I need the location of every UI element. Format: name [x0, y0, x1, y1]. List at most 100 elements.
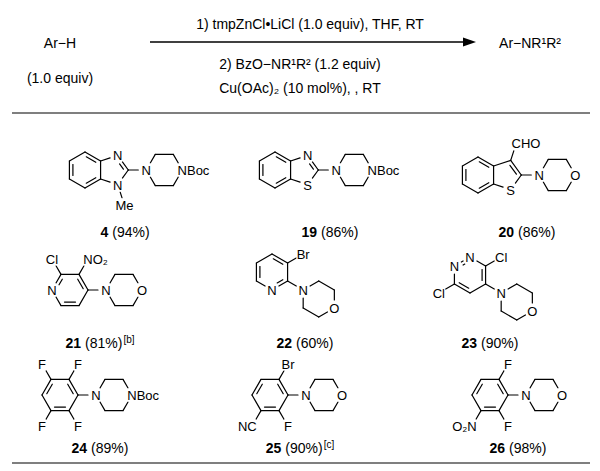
bond-line: [553, 379, 558, 388]
bond-line: [340, 177, 345, 186]
molecule-structure: [252, 371, 338, 419]
compound-caption: 26(98%): [490, 440, 547, 457]
bond-line: [501, 301, 502, 311]
atom-label: O: [527, 305, 537, 318]
bond-line: [535, 410, 553, 411]
bond-line: [499, 371, 504, 380]
bond-line: [42, 379, 51, 395]
bond-line: [345, 185, 363, 186]
atom-label: O: [137, 284, 147, 297]
atom-label: Br: [297, 248, 310, 261]
bond-line: [486, 284, 495, 289]
bond-line: [310, 379, 315, 388]
bond-line: [78, 394, 88, 395]
atom-label: N: [101, 284, 110, 297]
atom-label: N: [113, 178, 122, 191]
bond-line: [61, 274, 79, 275]
bond-line: [548, 159, 566, 160]
bond-line: [273, 259, 283, 265]
bond-line: [479, 183, 489, 189]
bond-line: [100, 161, 101, 179]
atom-label: F: [38, 357, 46, 370]
molecule-structure: [69, 152, 178, 198]
bond-line: [454, 274, 455, 284]
atom-label: NO₂: [83, 252, 108, 265]
bond-line: [287, 263, 288, 281]
bond-line: [478, 184, 494, 193]
bond-line: [318, 169, 328, 170]
bond-line: [333, 379, 338, 388]
bond-line: [319, 281, 335, 290]
bond-line: [69, 395, 78, 411]
condition-text: Cu(OAc)₂ (10 mol%), , RT: [219, 81, 381, 95]
bond-line: [481, 410, 499, 411]
compound-caption: 25(90%)[c]: [266, 440, 335, 457]
yield-text: (60%): [296, 335, 333, 352]
bond-line: [105, 410, 123, 411]
compound-caption: 4(94%): [100, 224, 149, 241]
bond-line: [256, 263, 257, 281]
bond-line: [288, 394, 298, 395]
bond-line: [276, 157, 286, 163]
bond-line: [485, 266, 486, 284]
bond-line: [78, 279, 84, 289]
bond-line: [42, 395, 51, 411]
molecule-structure: [256, 254, 334, 317]
atom-label: O: [329, 302, 339, 315]
yield-text: (90%): [481, 335, 518, 352]
bond-line: [515, 175, 521, 183]
bond-line: [530, 379, 535, 388]
atom-label: N: [267, 284, 276, 297]
bond-line: [303, 308, 319, 317]
bond-line: [310, 402, 315, 411]
bond-line: [310, 164, 314, 169]
reactant-text: Ar−H: [44, 36, 76, 50]
bond-line: [465, 170, 466, 181]
bond-line: [72, 165, 73, 176]
atom-label: N: [496, 287, 505, 300]
bond-line: [303, 298, 304, 308]
bond-line: [532, 293, 533, 303]
atom-label: N: [535, 169, 544, 182]
bond-line: [275, 152, 291, 161]
atom-label: F: [74, 357, 82, 370]
atom-label: F: [38, 420, 46, 433]
bond-line: [261, 410, 279, 411]
molecule-structure: [42, 371, 128, 419]
bond-line: [85, 152, 101, 161]
bond-line: [345, 154, 363, 155]
atom-label: Cl: [495, 251, 507, 264]
bond-line: [315, 410, 333, 411]
bond-line: [463, 264, 465, 265]
bond-line: [494, 160, 511, 166]
atom-label: NC: [238, 420, 257, 433]
atom-label: NBoc: [178, 164, 210, 177]
bond-line: [155, 185, 173, 186]
atom-label: F: [504, 420, 512, 433]
bond-line: [310, 281, 319, 286]
atom-label: F: [74, 420, 82, 433]
atom-label: N: [301, 389, 310, 402]
bond-line: [276, 178, 286, 184]
compound-number: 25: [266, 440, 282, 457]
bond-line: [511, 160, 522, 175]
bond-line: [256, 281, 265, 286]
compound-caption: 24(89%): [72, 440, 129, 457]
yield-text: (94%): [112, 224, 149, 241]
yield-text: (81%): [85, 335, 122, 352]
bond-line: [454, 284, 470, 293]
bond-line: [69, 371, 74, 380]
atom-label: N: [91, 389, 100, 402]
bond-line: [275, 179, 291, 188]
compound-number: 23: [462, 335, 478, 352]
bond-line: [259, 152, 275, 161]
atom-label: N: [47, 284, 56, 297]
atom-label: Me: [115, 199, 133, 212]
bond-line: [530, 402, 535, 411]
bond-line: [69, 179, 85, 188]
bond-line: [501, 311, 517, 320]
yield-text: (90%): [285, 440, 322, 457]
bond-line: [79, 266, 84, 275]
bond-line: [173, 154, 178, 163]
